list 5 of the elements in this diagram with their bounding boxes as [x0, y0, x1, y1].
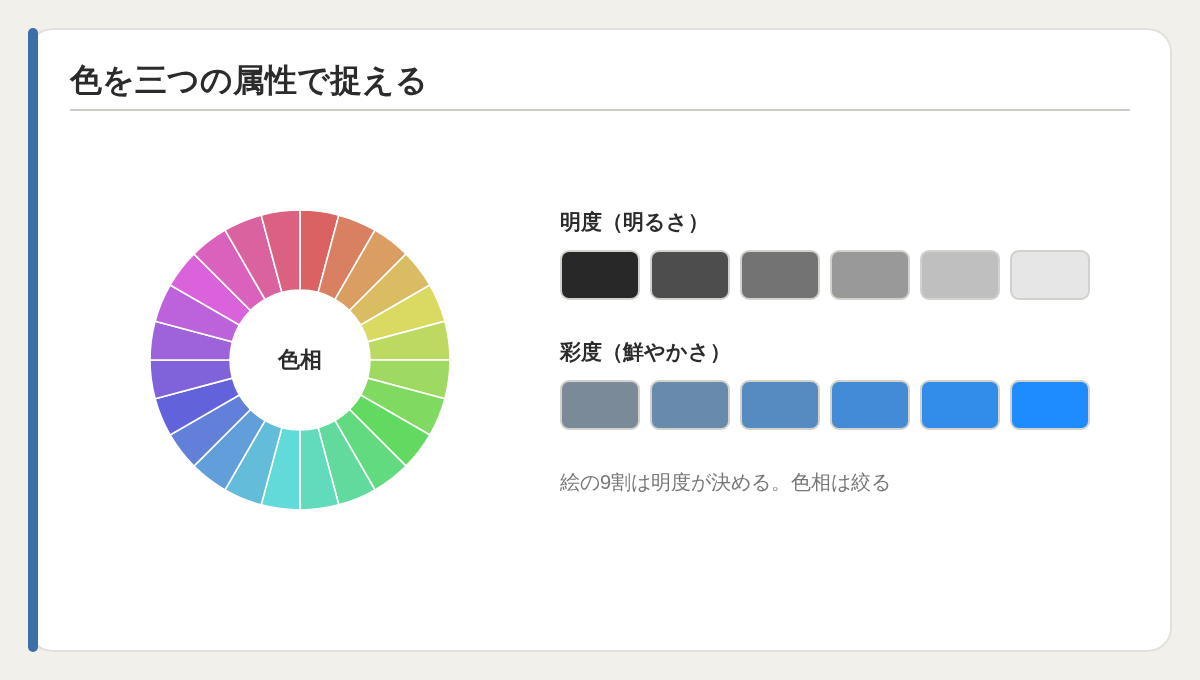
section-heading: 彩度（鮮やかさ）: [560, 339, 731, 365]
note-text: 絵の9割は明度が決める。色相は絞る: [560, 470, 892, 495]
wheel-label: 色相: [278, 346, 322, 374]
title: 色を三つの属性で捉える: [70, 61, 428, 100]
section-heading: 明度（明るさ）: [560, 209, 709, 235]
